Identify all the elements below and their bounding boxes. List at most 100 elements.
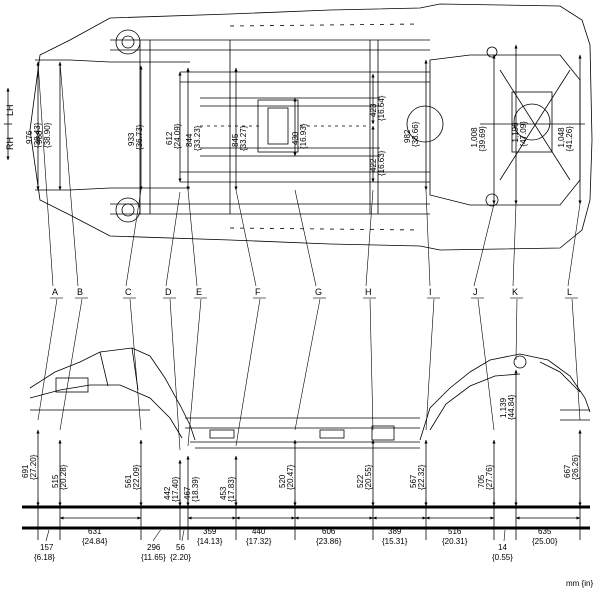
- side-indicator: LH RH: [4, 87, 15, 161]
- width-value: 1,008: [470, 127, 479, 148]
- width-dimension: 1,048{41.26}: [557, 54, 582, 205]
- leader-line: [235, 298, 261, 447]
- point-height-in: {20.55}: [364, 464, 373, 490]
- spacing-dimension: 516{20.31}: [425, 516, 495, 546]
- leader-line: [369, 298, 374, 431]
- point-k: K1,139{44.84}: [499, 203, 523, 540]
- spacing-value-in: {6.18}: [34, 553, 55, 562]
- width-value: 423: [369, 103, 378, 117]
- width-dimensions: 976{38.43}988{38.90} 933{36.73} 612{24.09}…: [25, 44, 582, 205]
- spacing-value: 157: [40, 543, 54, 552]
- point-letter: B: [77, 287, 83, 297]
- spacing-dimension: 56{2.20}: [170, 526, 191, 562]
- point-height: 567: [409, 474, 418, 488]
- point-height: 520: [278, 474, 287, 488]
- width-value-in: {33.23}: [193, 125, 202, 151]
- point-height-in: {17.83}: [227, 476, 236, 502]
- leader-line: [473, 203, 495, 287]
- point-letter: F: [255, 287, 261, 297]
- point-letter: L: [567, 287, 572, 297]
- width-dimension: 423{16.64}: [369, 73, 386, 125]
- point-height: 705: [477, 474, 486, 488]
- spacing-value: 359: [203, 527, 217, 536]
- width-value-in: {38.90}: [43, 122, 52, 148]
- spacing-value-in: {11.65}: [141, 553, 166, 562]
- width-value: 422: [369, 158, 378, 172]
- width-dimension: 1,008{39.69}: [470, 54, 496, 205]
- width-dimension: 844{33.23}: [185, 67, 202, 191]
- point-letter: C: [125, 287, 132, 297]
- point-letter: H: [365, 287, 372, 297]
- spacing-dimension: 157{6.18}: [34, 526, 61, 562]
- spacing-leader: [181, 529, 185, 542]
- width-value-in: {24.09}: [173, 123, 182, 149]
- point-j: J 705{27.76}: [471, 203, 496, 540]
- width-dimension: 612{24.09}: [165, 71, 182, 183]
- leader-line: [125, 189, 142, 287]
- width-dimension: 988{38.90}: [35, 61, 62, 191]
- leader-line: [165, 191, 181, 287]
- width-value: 1,048: [557, 127, 566, 148]
- leader-line: [515, 298, 518, 361]
- leader-line: [187, 189, 198, 287]
- point-a: A 691{27.20}: [21, 61, 63, 540]
- spacing-dimension: 359{14.13}: [187, 516, 237, 546]
- point-height-in: {22.09}: [132, 464, 141, 490]
- leader-line: [425, 298, 435, 431]
- point-height: 442: [163, 486, 172, 500]
- point-height: 691: [21, 464, 30, 478]
- leader-line: [129, 298, 142, 431]
- unit-label: mm {in}: [566, 579, 593, 588]
- leader-line: [294, 189, 317, 287]
- point-height-in: {27.76}: [485, 464, 494, 490]
- point-height-in: {27.20}: [29, 454, 38, 480]
- point-height-in: {44.84}: [507, 394, 516, 420]
- width-value-in: {33.27}: [239, 125, 248, 151]
- width-value: 845: [231, 133, 240, 147]
- width-value-in: {38.43}: [33, 122, 42, 148]
- width-value: 844: [185, 133, 194, 147]
- width-dimension: 933{36.73}: [127, 65, 144, 191]
- spacing-value: 389: [388, 527, 402, 536]
- leader-line: [512, 203, 517, 287]
- spacing-value: 296: [147, 543, 161, 552]
- width-value-in: {47.09}: [519, 121, 528, 147]
- point-letter: A: [52, 287, 58, 297]
- measurement-points: A691{27.20}B515{20.28}C561{22.09}D442{17…: [21, 61, 582, 540]
- point-letter: K: [512, 287, 518, 297]
- width-value: 976: [25, 130, 34, 144]
- width-value-in: {36.73}: [135, 124, 144, 150]
- spacing-leader: [503, 529, 506, 542]
- point-height: 453: [219, 486, 228, 500]
- point-f: F 453{17.83}: [219, 189, 266, 540]
- leader-line: [567, 203, 581, 287]
- point-letter: D: [165, 287, 172, 297]
- point-height: 561: [124, 474, 133, 488]
- point-height-in: {17.40}: [171, 476, 180, 502]
- spacing-dimension: 296{11.65}: [140, 526, 181, 562]
- width-dimension: 422{16.63}: [369, 125, 386, 183]
- width-value: 988: [35, 130, 44, 144]
- point-letter: J: [473, 287, 478, 297]
- underbody-top-view: [29, 3, 593, 251]
- point-height: 515: [51, 474, 60, 488]
- spacing-value-in: {23.86}: [316, 537, 342, 546]
- width-value-in: {38.66}: [411, 121, 420, 147]
- width-dimension: 982{38.66}: [403, 59, 428, 191]
- baseline: [22, 505, 590, 530]
- leader-line: [294, 298, 321, 431]
- point-height: 667: [563, 464, 572, 478]
- spacing-value-in: {15.31}: [382, 537, 408, 546]
- spacing-dimensions: 157{6.18}631{24.84}296{11.65}56{2.20}359…: [34, 516, 581, 562]
- width-value: 1,196: [511, 122, 520, 143]
- leader-line: [187, 298, 202, 447]
- point-letter: I: [429, 287, 432, 297]
- width-value: 982: [403, 129, 412, 143]
- width-value-in: {39.69}: [478, 126, 487, 152]
- spacing-leader: [152, 529, 161, 542]
- spacing-value: 56: [176, 543, 185, 552]
- width-dimension: 976{38.43}: [25, 61, 42, 191]
